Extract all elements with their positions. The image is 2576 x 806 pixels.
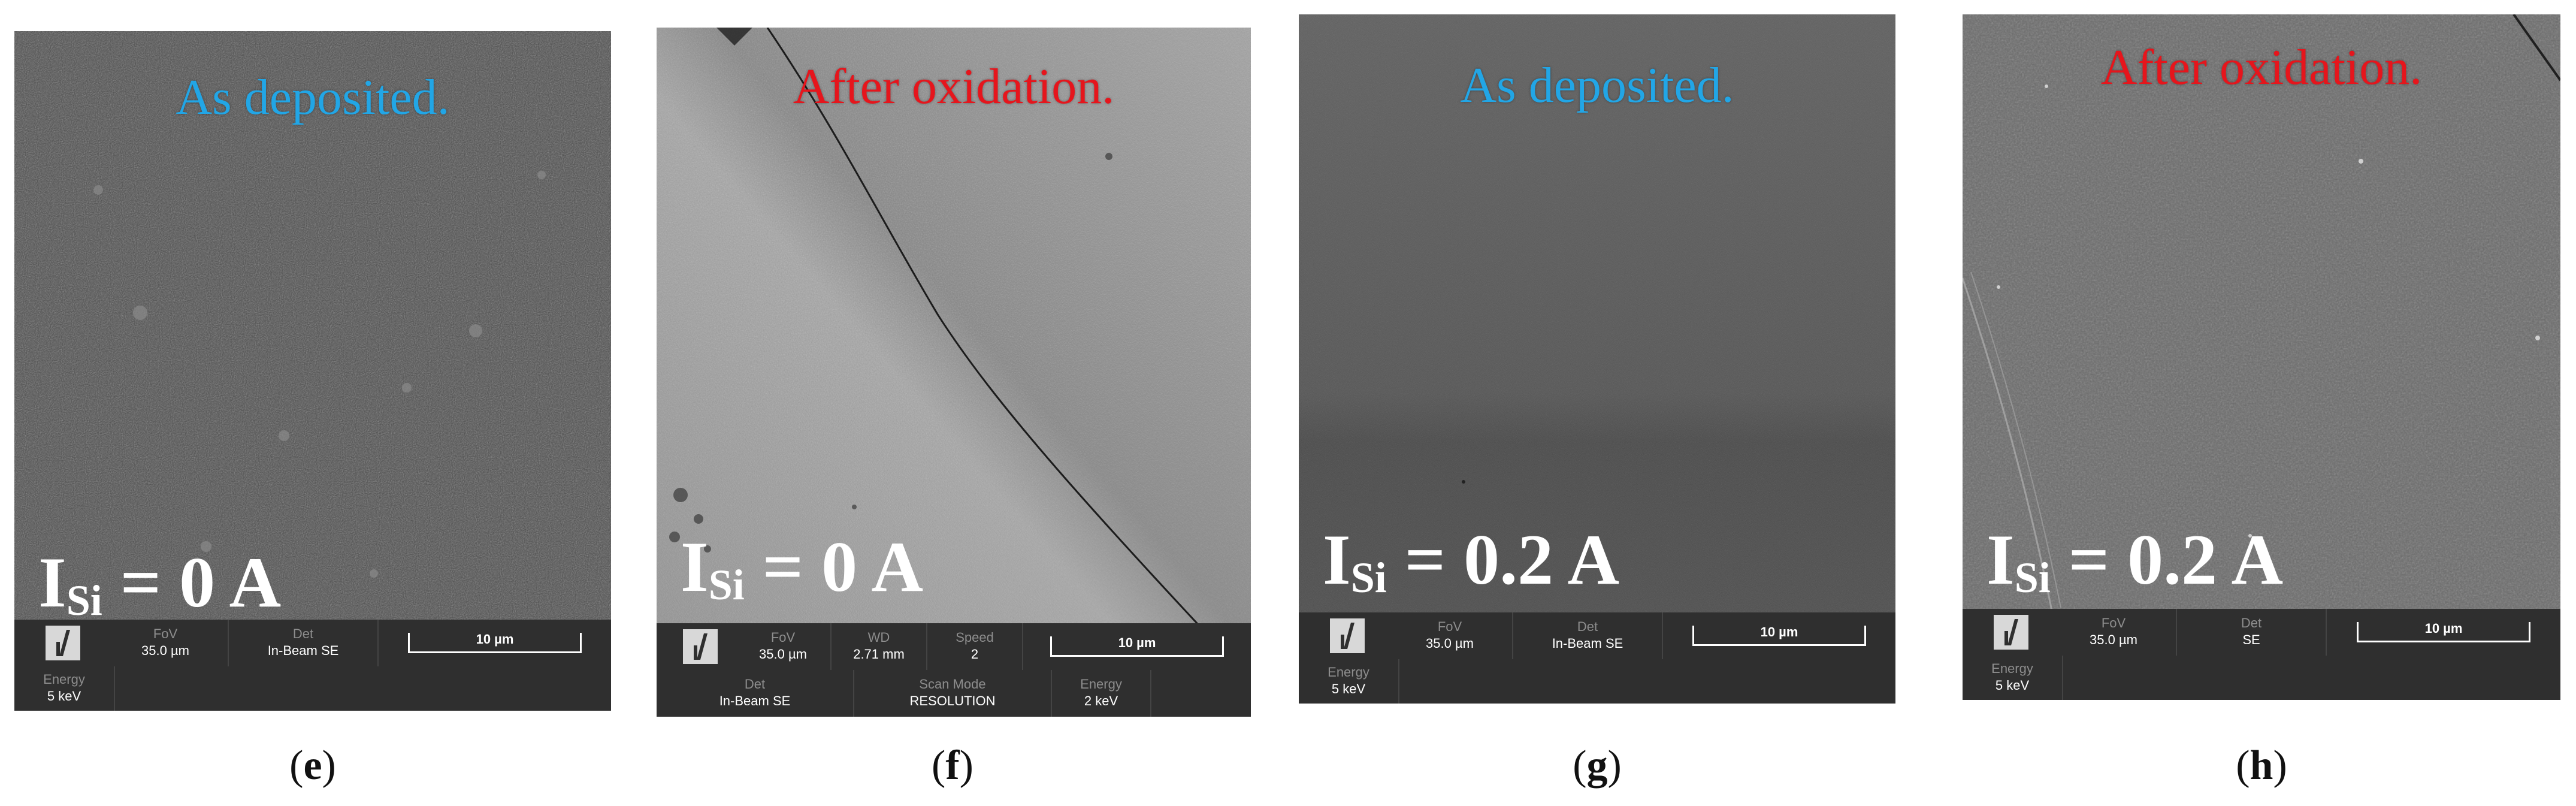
status-label-e: As deposited. [176, 70, 450, 125]
det-field-f: Det In-Beam SE [657, 670, 854, 717]
current-symbol-g: I [1323, 520, 1351, 599]
scale-bar-e: 10 µm [379, 620, 611, 666]
sem-databar-e: FoV 35.0 µm Det In-Beam SE 10 µm Energy … [14, 620, 611, 711]
scale-bar-h: 10 µm [2327, 609, 2560, 656]
current-label-f: ISi = 0 A [681, 531, 923, 607]
micrograph-texture-e [14, 31, 611, 711]
current-value-g: = 0.2 A [1404, 520, 1620, 599]
status-label-g: As deposited. [1460, 58, 1734, 113]
caption-e: (e) [289, 742, 336, 789]
instrument-logo-icon [1330, 618, 1365, 653]
current-subscript-e: Si [66, 576, 102, 624]
sem-micrograph-g: As deposited. ISi = 0.2 A FoV 35.0 µm De… [1299, 14, 1895, 704]
current-symbol-e: I [38, 542, 66, 622]
energy-field-h: Energy 5 keV [1963, 656, 2063, 700]
energy-field-g: Energy 5 keV [1299, 659, 1399, 704]
panel-h: After oxidation. ISi = 0.2 A FoV 35.0 µm… [1963, 14, 2560, 700]
caption-h: (h) [2236, 742, 2287, 789]
speed-field-f: Speed 2 [927, 623, 1023, 670]
caption-g: (g) [1573, 742, 1622, 789]
fov-field-g: FoV 35.0 µm [1387, 612, 1513, 659]
sem-databar-f: FoV 35.0 µm WD 2.71 mm Speed 2 10 µm Det [657, 623, 1251, 717]
current-subscript-h: Si [2014, 554, 2051, 602]
current-value-h: = 0.2 A [2068, 520, 2284, 599]
micrograph-texture-h [1963, 14, 2560, 700]
current-symbol-h: I [1987, 520, 2015, 599]
current-label-g: ISi = 0.2 A [1323, 524, 1619, 600]
instrument-logo-icon [683, 629, 718, 664]
current-label-h: ISi = 0.2 A [1987, 524, 2283, 600]
panel-e: As deposited. ISi = 0 A FoV 35.0 µm Det … [14, 31, 611, 711]
status-label-h: After oxidation. [2100, 40, 2423, 95]
scale-bar-g: 10 µm [1663, 612, 1895, 659]
det-field-g: Det In-Beam SE [1513, 612, 1663, 659]
current-symbol-f: I [681, 527, 709, 606]
sem-micrograph-f: After oxidation. ISi = 0 A FoV 35.0 µm W… [657, 28, 1251, 717]
micrograph-texture-g [1299, 14, 1895, 704]
status-label-f: After oxidation. [793, 59, 1115, 114]
panel-g: As deposited. ISi = 0.2 A FoV 35.0 µm De… [1299, 14, 1895, 704]
current-subscript-g: Si [1350, 554, 1387, 602]
sem-micrograph-e: As deposited. ISi = 0 A FoV 35.0 µm Det … [14, 31, 611, 711]
panel-f: After oxidation. ISi = 0 A FoV 35.0 µm W… [657, 28, 1251, 717]
fov-field-f: FoV 35.0 µm [736, 623, 832, 670]
det-field-h: Det SE [2177, 609, 2327, 656]
current-subscript-f: Si [708, 561, 745, 609]
micrograph-texture-f [657, 28, 1251, 717]
current-value-e: = 0 A [120, 542, 282, 622]
current-label-e: ISi = 0 A [38, 547, 281, 623]
instrument-logo-icon [46, 626, 80, 660]
energy-field-e: Energy 5 keV [14, 666, 115, 711]
scan-mode-field-f: Scan Mode RESOLUTION [854, 670, 1052, 717]
det-field-e: Det In-Beam SE [229, 620, 379, 666]
energy-field-f: Energy 2 keV [1052, 670, 1151, 717]
fov-field-h: FoV 35.0 µm [2051, 609, 2177, 656]
current-value-f: = 0 A [762, 527, 924, 606]
scale-bar-f: 10 µm [1023, 623, 1251, 670]
sem-databar-g: FoV 35.0 µm Det In-Beam SE 10 µm Energy … [1299, 612, 1895, 704]
sem-micrograph-h: After oxidation. ISi = 0.2 A FoV 35.0 µm… [1963, 14, 2560, 700]
sem-databar-h: FoV 35.0 µm Det SE 10 µm Energy 5 keV [1963, 609, 2560, 700]
instrument-logo-icon [1994, 615, 2028, 650]
wd-field-f: WD 2.71 mm [832, 623, 927, 670]
fov-field-e: FoV 35.0 µm [103, 620, 229, 666]
caption-f: (f) [932, 742, 973, 789]
